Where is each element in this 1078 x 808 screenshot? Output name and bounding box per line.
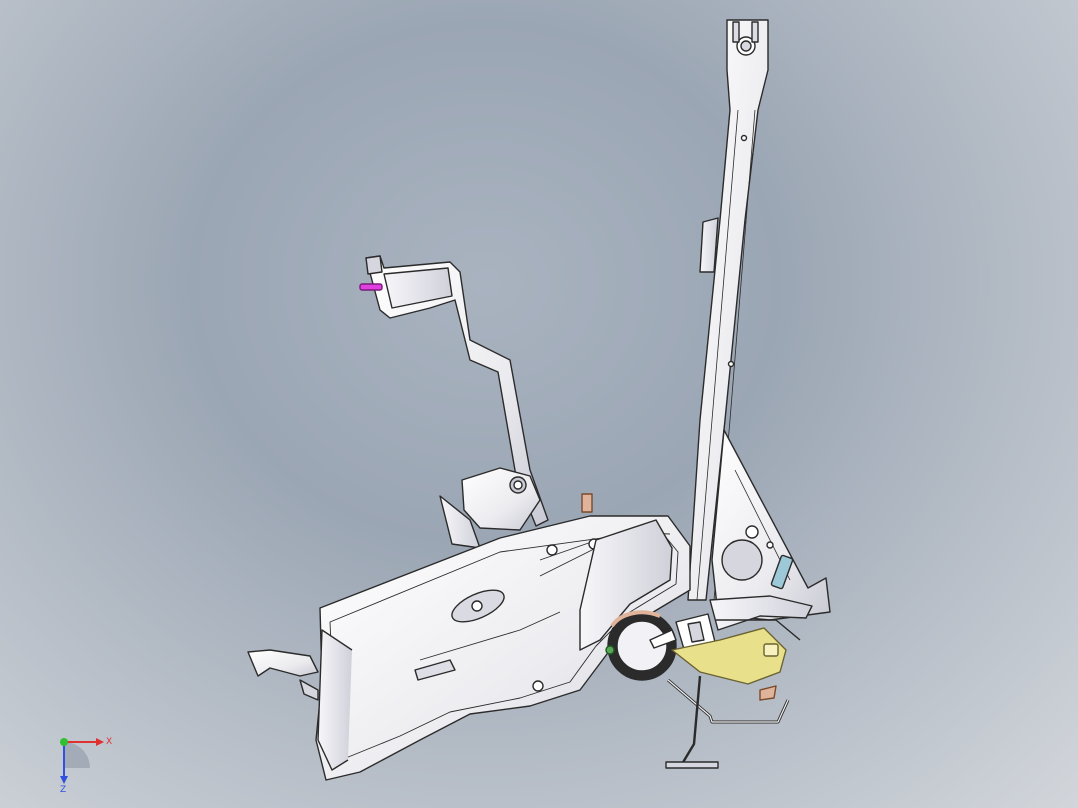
- main-housing[interactable]: [315, 515, 691, 781]
- z-axis-arrow-icon: [60, 776, 68, 784]
- y-axis-dot-icon: [60, 738, 68, 746]
- x-axis-arrow-icon: [96, 738, 104, 746]
- lower-fork-bracket[interactable]: [709, 595, 813, 641]
- left-lower-bracket[interactable]: [247, 649, 319, 701]
- lower-linkage[interactable]: [665, 675, 790, 769]
- harness-clip[interactable]: [581, 493, 593, 513]
- nut-housing[interactable]: [439, 467, 541, 549]
- triad-plane: [64, 742, 90, 768]
- ignition-switch-module[interactable]: [671, 613, 787, 701]
- steering-shaft[interactable]: [687, 19, 769, 601]
- right-mounting-bracket[interactable]: [711, 429, 831, 621]
- z-axis-label: Z: [60, 785, 66, 792]
- x-axis-label: X: [106, 737, 112, 747]
- orientation-triad: X Z: [60, 737, 112, 792]
- steering-lock-collar[interactable]: [605, 610, 677, 681]
